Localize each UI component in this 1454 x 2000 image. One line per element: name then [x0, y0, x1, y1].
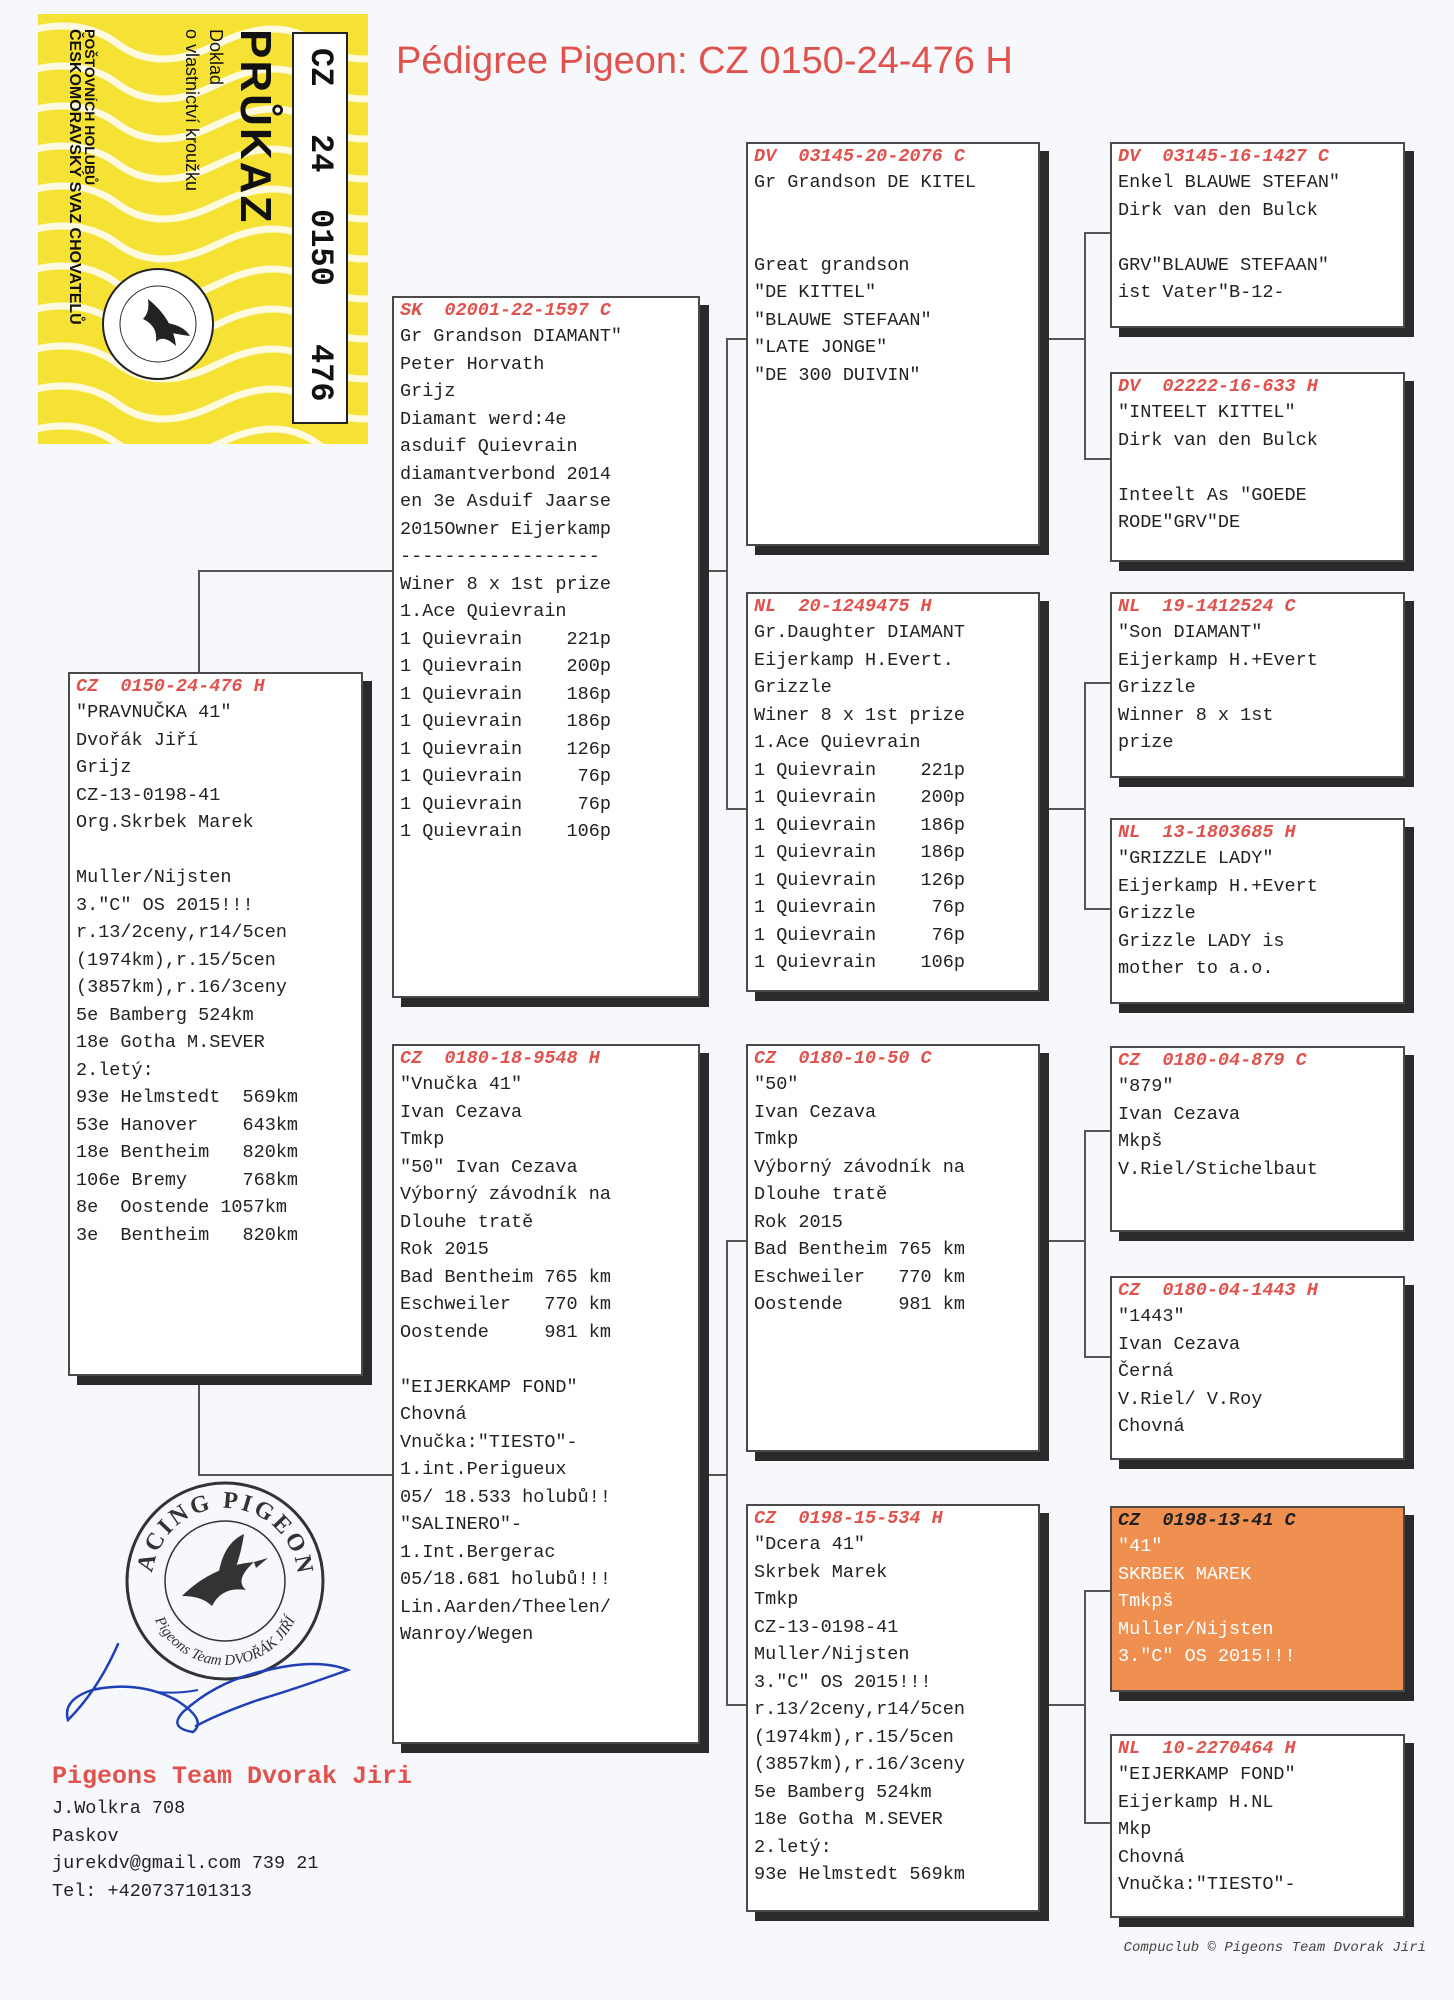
card-details: Gr Grandson DE KITEL Great grandson "DE … — [754, 172, 977, 386]
connector-line — [1084, 232, 1110, 234]
pedigree-card-dam-dam: CZ 0198-15-534 H "Dcera 41" Skrbek Marek… — [746, 1504, 1040, 1912]
card-details: Gr Grandson DIAMANT" Peter Horvath Grijz… — [400, 326, 623, 842]
ring-number: CZ 0180-04-1443 H — [1118, 1280, 1318, 1301]
connector-line — [1084, 458, 1110, 460]
ring-number: CZ 0180-10-50 C — [754, 1048, 932, 1069]
ring-number: SK 02001-22-1597 C — [400, 300, 611, 321]
card-details: "INTEELT KITTEL" Dirk van den Bulck Inte… — [1118, 402, 1318, 533]
card-details: "41" SKRBEK MAREK Tmkpš Muller/Nijsten 3… — [1118, 1536, 1296, 1667]
card-details: "PRAVNUČKA 41" Dvořák Jiří Grijz CZ-13-0… — [76, 702, 299, 1246]
connector-line — [726, 338, 746, 340]
union-seal-icon — [102, 268, 214, 380]
pedigree-card-gen4-1: DV 03145-16-1427 C Enkel BLAUWE STEFAN" … — [1110, 142, 1405, 328]
ring-year: 24 — [302, 134, 339, 173]
issuer-line-2: POŠTOVNÍCH HOLUBŮ — [82, 29, 98, 186]
card-details: "879" Ivan Cezava Mkpš V.Riel/Stichelbau… — [1118, 1076, 1318, 1180]
connector-line — [1084, 1590, 1110, 1592]
card-details: "GRIZZLE LADY" Eijerkamp H.+Evert Grizzl… — [1118, 848, 1318, 979]
connector-line — [1084, 232, 1086, 460]
pedigree-card-subject: CZ 0150-24-476 H "PRAVNUČKA 41" Dvořák J… — [68, 672, 363, 1376]
connector-line — [726, 808, 746, 810]
connector-line — [1084, 682, 1086, 910]
ring-certificate: CZ 24 0150 476 PRŮKAZ Doklad o vlastnict… — [38, 14, 368, 444]
card-details: Gr.Daughter DIAMANT Eijerkamp H.Evert. G… — [754, 622, 965, 973]
ring-number: CZ 0198-13-41 C — [1118, 1510, 1296, 1531]
connector-line — [726, 338, 728, 810]
connector-line — [726, 1240, 746, 1242]
connector-line — [700, 570, 728, 572]
pedigree-card-gen4-5: CZ 0180-04-879 C "879" Ivan Cezava Mkpš … — [1110, 1046, 1405, 1232]
footer-credit: Compuclub © Pigeons Team Dvorak Jiri — [1123, 1940, 1426, 1956]
issuer-line-1: ČESKOMORAVSKÝ SVAZ CHOVATELŮ — [66, 29, 83, 325]
pedigree-card-gen4-3: NL 19-1412524 C "Son DIAMANT" Eijerkamp … — [1110, 592, 1405, 778]
ring-club: 0150 — [302, 209, 339, 286]
racing-pigeons-stamp-icon: RACING PIGEONS Pigeons Team DVOŘÁK JIŘÍ — [122, 1478, 325, 1681]
certificate-heading: PRŮKAZ — [231, 29, 280, 225]
connector-line — [726, 1240, 728, 1706]
connector-line — [198, 1380, 200, 1476]
connector-line — [198, 570, 392, 572]
card-details: "50" Ivan Cezava Tmkp Výborný závodník n… — [754, 1074, 965, 1315]
ring-serial: 476 — [302, 344, 339, 402]
ring-number: NL 13-1803685 H — [1118, 822, 1296, 843]
owner-team-name: Pigeons Team Dvorak Jiri — [52, 1762, 413, 1791]
card-details: "1443" Ivan Cezava Černá V.Riel/ V.Roy C… — [1118, 1306, 1263, 1437]
card-details: "Son DIAMANT" Eijerkamp H.+Evert Grizzle… — [1118, 622, 1318, 753]
connector-line — [1040, 1704, 1086, 1706]
connector-line — [1084, 1356, 1110, 1358]
certificate-subtitle: Doklad o vlastnictví kroužku — [182, 29, 226, 192]
ring-number: NL 20-1249475 H — [754, 596, 932, 617]
ring-number: NL 19-1412524 C — [1118, 596, 1296, 617]
connector-line — [198, 1474, 392, 1476]
pedigree-card-sire-dam: NL 20-1249475 H Gr.Daughter DIAMANT Eije… — [746, 592, 1040, 992]
ring-country: CZ — [302, 48, 339, 87]
pedigree-card-sire-sire: DV 03145-20-2076 C Gr Grandson DE KITEL … — [746, 142, 1040, 546]
connector-line — [198, 570, 200, 676]
owner-address: J.Wolkra 708 Paskov jurekdv@gmail.com 73… — [52, 1798, 319, 1902]
pedigree-card-gen4-7: CZ 0198-13-41 C "41" SKRBEK MAREK Tmkpš … — [1110, 1506, 1405, 1692]
ring-number: DV 03145-20-2076 C — [754, 146, 965, 167]
page-title: Pédigree Pigeon: CZ 0150-24-476 H — [396, 40, 1013, 82]
card-details: "EIJERKAMP FOND" Eijerkamp H.NL Mkp Chov… — [1118, 1764, 1296, 1895]
ring-number: CZ 0180-18-9548 H — [400, 1048, 600, 1069]
ring-number: CZ 0198-15-534 H — [754, 1508, 943, 1529]
pedigree-card-gen4-2: DV 02222-16-633 H "INTEELT KITTEL" Dirk … — [1110, 372, 1405, 562]
pedigree-card-dam-sire: CZ 0180-10-50 C "50" Ivan Cezava Tmkp Vý… — [746, 1044, 1040, 1452]
connector-line — [1084, 682, 1110, 684]
svg-text:RACING PIGEONS: RACING PIGEONS — [122, 1478, 318, 1578]
pedigree-card-gen4-6: CZ 0180-04-1443 H "1443" Ivan Cezava Čer… — [1110, 1276, 1405, 1460]
pedigree-card-sire: SK 02001-22-1597 C Gr Grandson DIAMANT" … — [392, 296, 700, 998]
connector-line — [1040, 338, 1086, 340]
connector-line — [1084, 1822, 1110, 1824]
card-details: "Vnučka 41" Ivan Cezava Tmkp "50" Ivan C… — [400, 1074, 611, 1645]
connector-line — [726, 1704, 746, 1706]
ring-number: CZ 0180-04-879 C — [1118, 1050, 1307, 1071]
pedigree-card-gen4-4: NL 13-1803685 H "GRIZZLE LADY" Eijerkamp… — [1110, 818, 1405, 1004]
ring-number: NL 10-2270464 H — [1118, 1738, 1296, 1759]
connector-line — [1040, 808, 1086, 810]
ring-number: DV 02222-16-633 H — [1118, 376, 1318, 397]
ring-number: DV 03145-16-1427 C — [1118, 146, 1329, 167]
ring-number: CZ 0150-24-476 H — [76, 676, 265, 697]
connector-line — [1084, 1130, 1086, 1358]
ring-number-box: CZ 24 0150 476 — [292, 32, 348, 424]
connector-line — [700, 1474, 728, 1476]
connector-line — [1084, 1590, 1086, 1824]
connector-line — [1084, 1130, 1110, 1132]
pedigree-card-dam: CZ 0180-18-9548 H "Vnučka 41" Ivan Cezav… — [392, 1044, 700, 1744]
signature-icon — [65, 1642, 352, 1734]
pedigree-card-gen4-8: NL 10-2270464 H "EIJERKAMP FOND" Eijerka… — [1110, 1734, 1405, 1918]
card-details: "Dcera 41" Skrbek Marek Tmkp CZ-13-0198-… — [754, 1534, 965, 1885]
card-details: Enkel BLAUWE STEFAN" Dirk van den Bulck … — [1118, 172, 1341, 303]
connector-line — [1084, 908, 1110, 910]
connector-line — [1040, 1240, 1086, 1242]
